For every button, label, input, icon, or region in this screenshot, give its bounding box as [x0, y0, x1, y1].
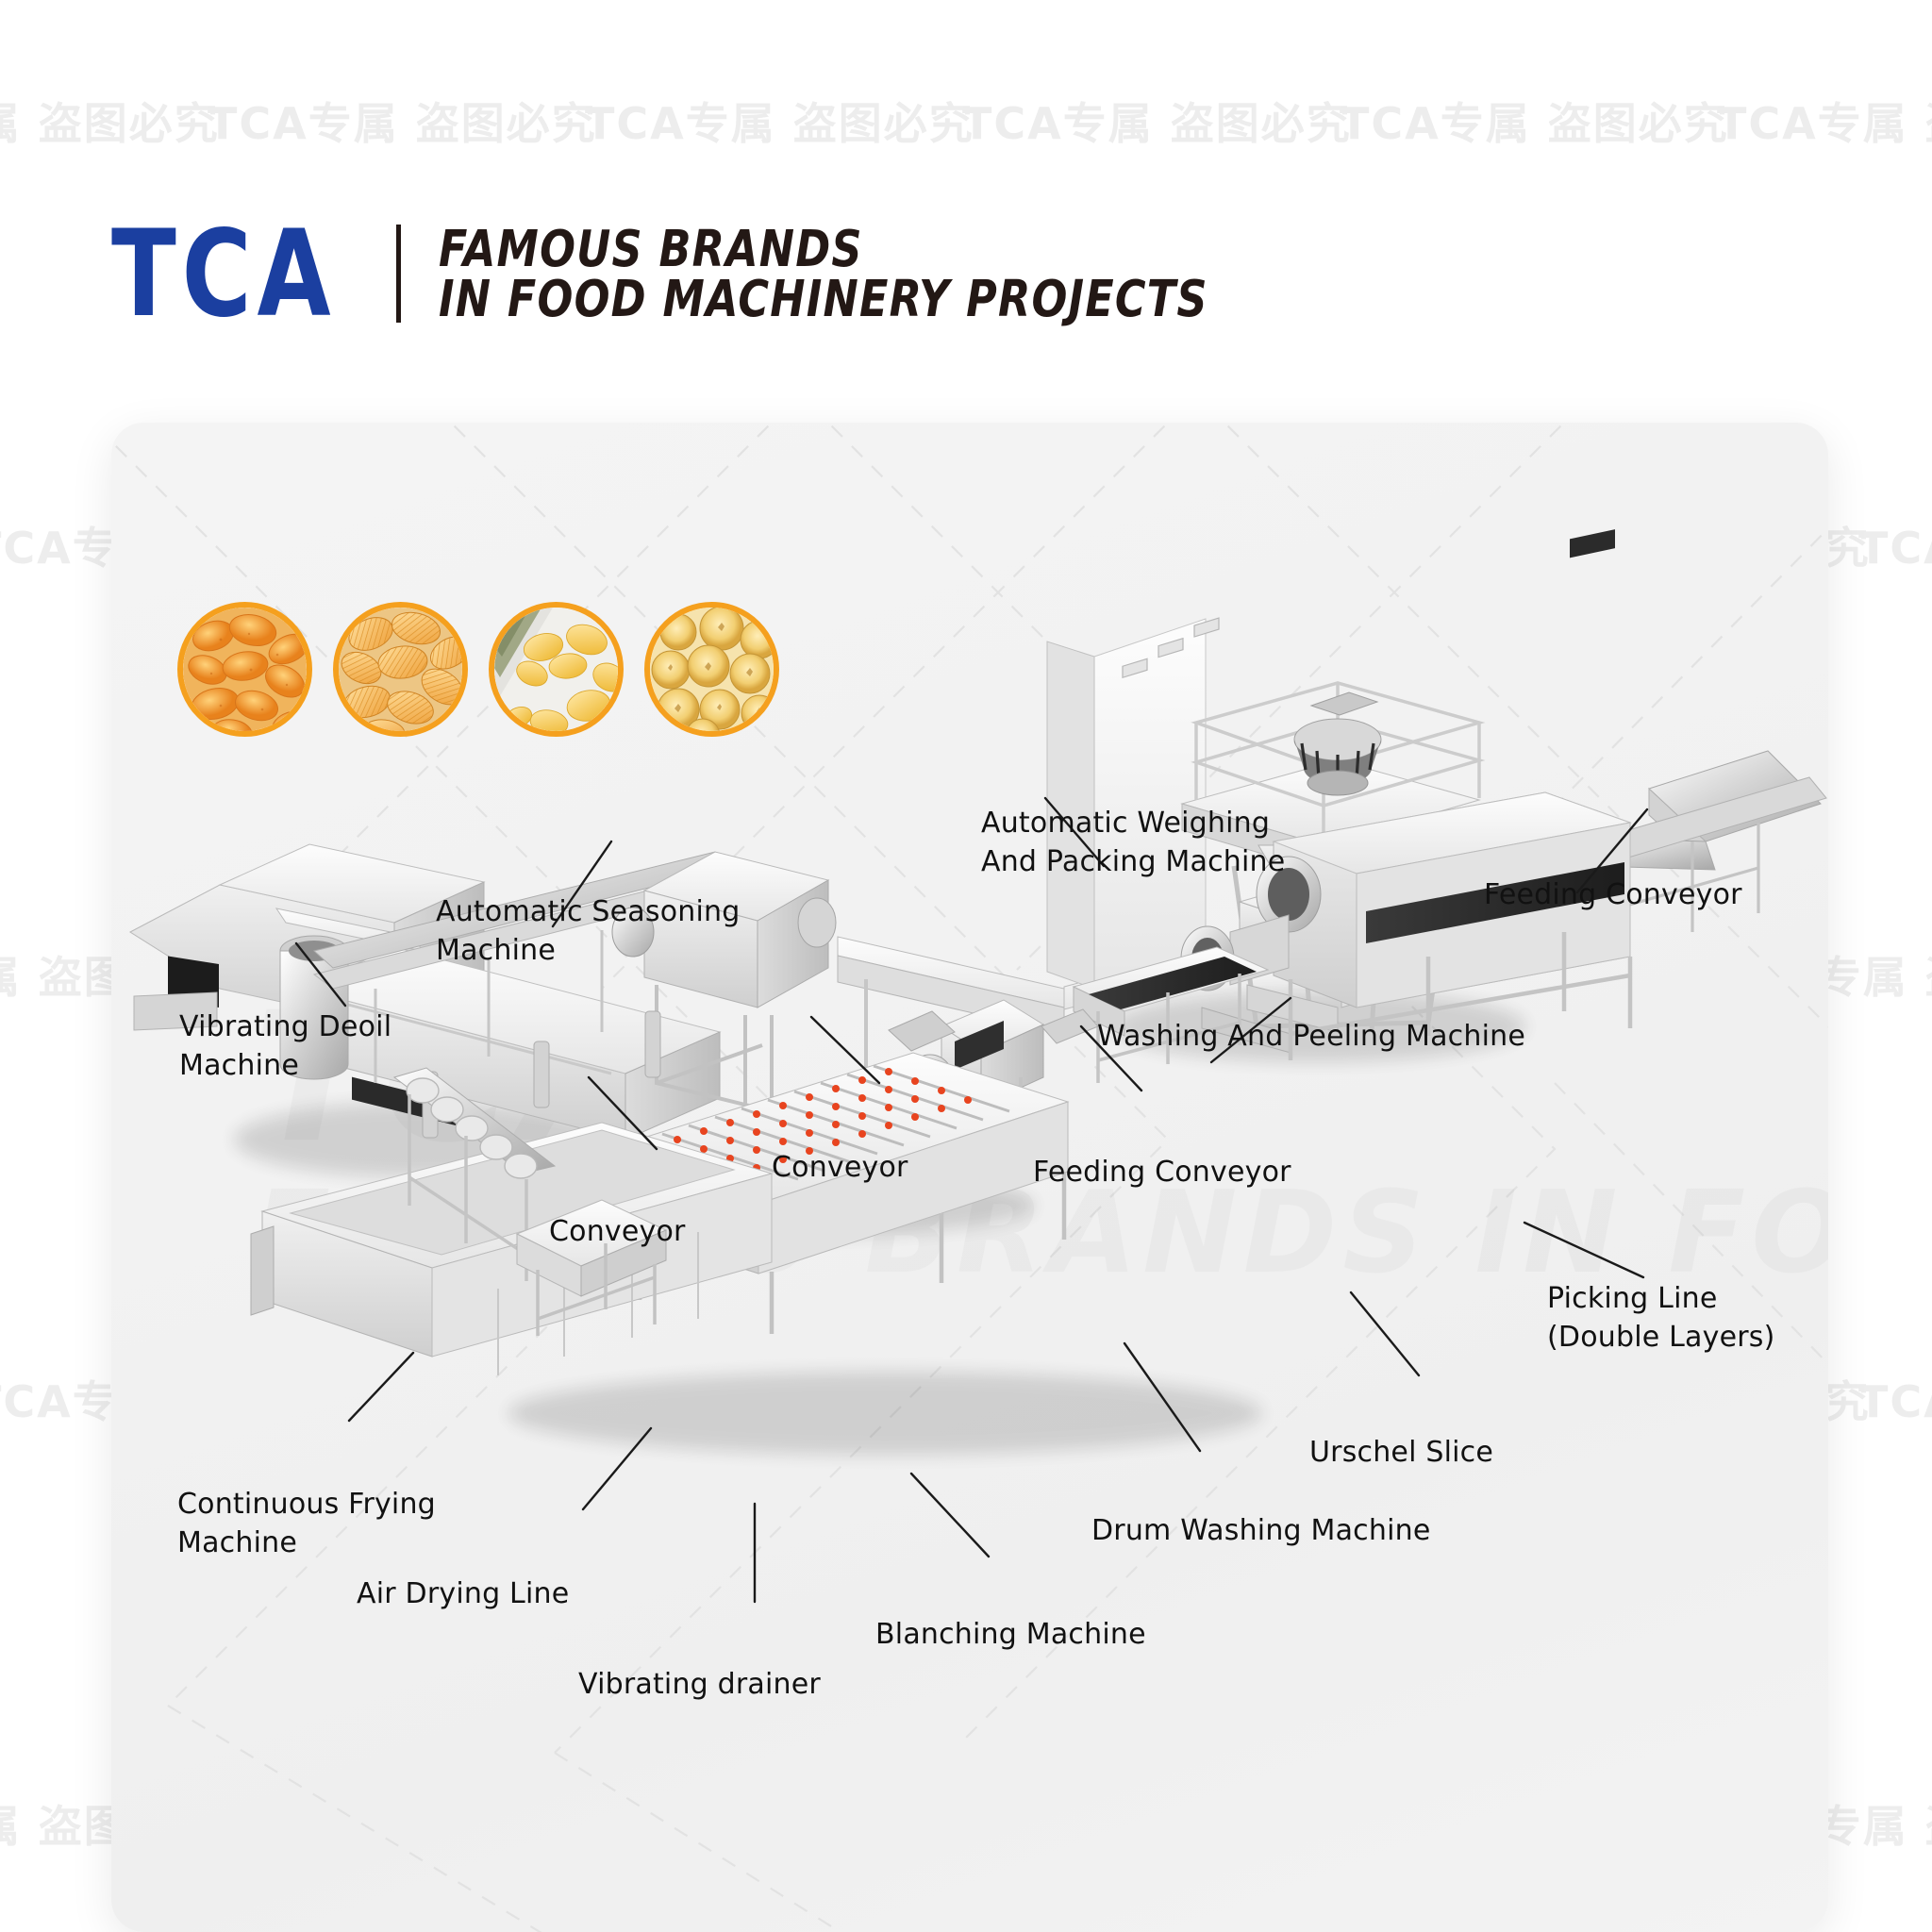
label-vibrating-drainer: Vibrating drainer — [578, 1668, 821, 1701]
label-automatic-seasoning-machine: Automatic Seasoning Machine — [436, 895, 741, 968]
label-feeding-conveyor-top: Feeding Conveyor — [1484, 878, 1742, 911]
watermark-text: TCA专属 盗图必究 — [1858, 523, 1932, 574]
watermark-text: TCA专属 盗图必究 — [1717, 98, 1932, 149]
label-vibrating-deoil-machine: Vibrating Deoil Machine — [179, 1010, 392, 1083]
watermark-text: TCA专属 盗图必究 — [1340, 98, 1729, 149]
banana-chips-image — [650, 608, 774, 731]
product-circle-plain-potato-chips — [489, 602, 624, 737]
tagline-line-1: FAMOUS BRANDS — [438, 218, 863, 278]
tca-logo: TCA — [111, 203, 337, 344]
product-showcase-circles — [177, 602, 779, 737]
diagram-card: TCA FAMOUS BRANDS IN FOOD MACHINERY PROJ… — [111, 423, 1828, 1932]
label-continuous-frying-machine: Continuous Frying Machine — [177, 1488, 436, 1560]
watermark-row: TCA专属 盗图必究TCA专属 盗图必究TCA专属 盗图必究TCA专属 盗图必究… — [0, 90, 1932, 152]
watermark-text: TCA专属 盗图必究 — [208, 98, 597, 149]
brand-tagline: FAMOUS BRANDS IN FOOD MACHINERY PROJECTS — [438, 222, 1216, 328]
watermark-text: TCA专属 盗图必究 — [585, 98, 974, 149]
brand-header: TCA FAMOUS BRANDS IN FOOD MACHINERY PROJ… — [111, 214, 1216, 334]
watermark-text: TCA专属 盗图必究 — [1858, 1376, 1932, 1427]
watermark-text: TCA专属 盗图必究 — [0, 98, 220, 149]
ridged-potato-chips-image — [339, 608, 462, 731]
watermark-text: TCA专属 盗图必究 — [962, 98, 1352, 149]
product-circle-banana-chips — [644, 602, 779, 737]
header-divider — [395, 225, 401, 323]
label-feeding-conveyor-mid: Feeding Conveyor — [1033, 1156, 1291, 1189]
label-urschel-slice: Urschel Slice — [1309, 1436, 1494, 1469]
plain-potato-chips-image — [494, 608, 618, 731]
label-picking-line-double-layers: Picking Line (Double Layers) — [1547, 1282, 1775, 1355]
fried-potato-chips-image — [183, 608, 307, 731]
label-automatic-weighing-and-packing-machine: Automatic Weighing And Packing Machine — [981, 807, 1286, 879]
label-conveyor-upper: Conveyor — [772, 1151, 908, 1184]
label-air-drying-line: Air Drying Line — [357, 1577, 570, 1610]
label-washing-and-peeling-machine: Washing And Peeling Machine — [1097, 1020, 1525, 1053]
tagline-line-2: IN FOOD MACHINERY PROJECTS — [438, 269, 1208, 328]
product-circle-ridged-potato-chips — [333, 602, 468, 737]
label-drum-washing-machine: Drum Washing Machine — [1091, 1514, 1431, 1547]
product-circle-fried-potato-chips — [177, 602, 312, 737]
label-blanching-machine: Blanching Machine — [875, 1618, 1146, 1651]
label-conveyor-lower: Conveyor — [549, 1215, 686, 1248]
